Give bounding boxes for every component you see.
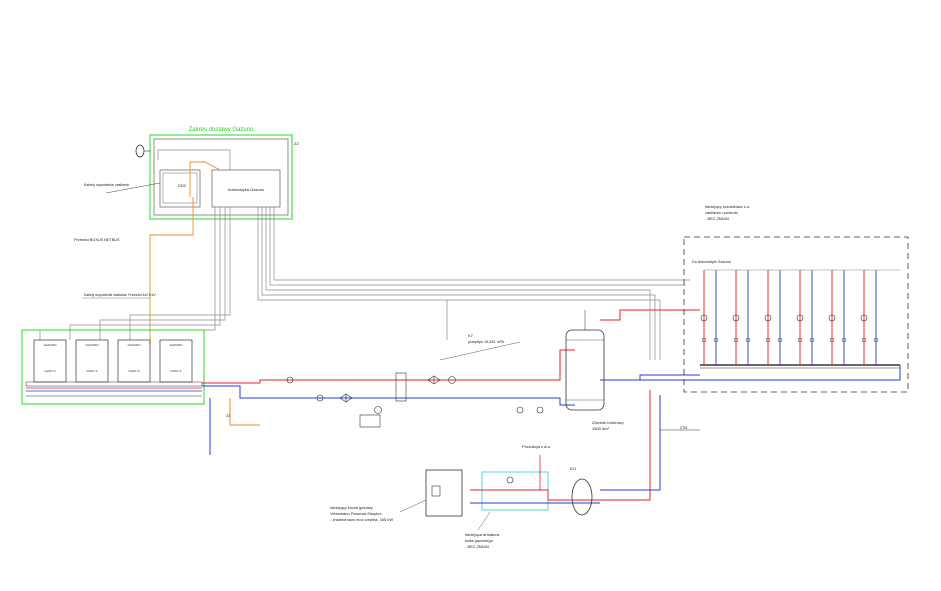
ddc-controller	[159, 169, 201, 208]
buffer-label-1: Zbiornik buforowy	[592, 420, 624, 425]
svg-text:GASY A: GASY A	[129, 369, 140, 373]
distributor-circuit	[764, 269, 804, 365]
automatics-label: Automatyka Gazuno	[228, 187, 265, 192]
svg-text:GAZUNO: GAZUNO	[86, 343, 100, 347]
boiler-cascade: GAZUNO GASY A GAZUNO GASY A GAZUNO GASY …	[21, 329, 205, 405]
distributor-circuits	[700, 269, 900, 365]
distributor-title: Do Automatyki Gazuno	[692, 260, 731, 264]
tag-k7: K7	[468, 333, 474, 338]
dhw-section: Produkcja c.w.u. K11	[425, 444, 600, 517]
old-armature-note-2: kotła gazowego	[465, 538, 494, 543]
ddc-label: DDC	[178, 183, 187, 188]
old-boiler-note-1: Istniejący kocioł gazowy	[330, 505, 373, 510]
distributor-circuit	[700, 269, 740, 365]
distributor-note-2: zasilania i powrotu	[705, 210, 738, 215]
dhw-label: Produkcja c.w.u.	[522, 444, 551, 449]
flow-label: przepływ 15,831 m³/h	[468, 340, 504, 344]
svg-text:GASY A: GASY A	[87, 369, 98, 373]
old-armature-note-3: - BEZ ZMIAN	[465, 544, 489, 549]
buffer-tank: Zbiornik buforowy 1500 dm³	[565, 310, 624, 431]
svg-text:GAZUNO: GAZUNO	[128, 343, 142, 347]
cable-label: Przewód BOXUS NETBUS	[74, 238, 120, 242]
buffer-label-2: 1500 dm³	[592, 426, 610, 431]
boiler-4: GAZUNO GASY A	[159, 339, 193, 383]
fan-unit	[135, 144, 145, 158]
heat-pipes-note: Kabely dopowiedzi zasilanie.	[84, 183, 130, 187]
tag-ztm: ZTM	[680, 426, 687, 430]
old-boiler-note-2: Viessmann Paromat-Simplex	[330, 511, 382, 516]
main-pipes	[202, 309, 901, 501]
tag-k11: K11	[570, 467, 576, 471]
distributor: Do Automatyki Gazuno	[683, 236, 909, 393]
svg-text:GAZUNO: GAZUNO	[170, 343, 184, 347]
svg-text:GAZUNO: GAZUNO	[44, 343, 58, 347]
hydraulic-separator	[571, 478, 593, 516]
distributor-circuit	[732, 269, 772, 365]
automatics-cabinet	[211, 169, 281, 208]
distributor-circuit	[828, 269, 868, 365]
boiler-3: GAZUNO GASY A	[117, 339, 151, 383]
svg-text:GASY A: GASY A	[45, 369, 56, 373]
tag-z2: Z2	[294, 141, 299, 146]
control-cables	[39, 149, 690, 360]
distributor-circuit	[860, 269, 900, 365]
svg-text:GASY A: GASY A	[171, 369, 182, 373]
distributor-circuit	[796, 269, 836, 365]
distributor-note-1: Istniejący rozdzielacz c.o.	[705, 204, 750, 209]
old-armature-note-1: Istniejąca armatura	[465, 532, 500, 537]
scope-title: Zakres dostawy Gazuno	[189, 127, 254, 133]
old-boiler-note-3: - znamionowa moc cieplna: 345 kW	[330, 517, 393, 522]
boiler-2: GAZUNO GASY A	[75, 339, 109, 383]
tag-z3: Z3	[226, 414, 230, 418]
valves-and-pumps	[286, 372, 544, 428]
power-note: Kabely dopowiedzi zasilania, Przewód 3x2…	[84, 293, 156, 297]
boiler-1: GAZUNO GASY A	[33, 339, 67, 383]
distributor-note-3: - BEZ ZMIAN	[705, 216, 729, 221]
scope-box: Zakres dostawy Gazuno Z2 DDC Automatyka …	[135, 127, 299, 345]
